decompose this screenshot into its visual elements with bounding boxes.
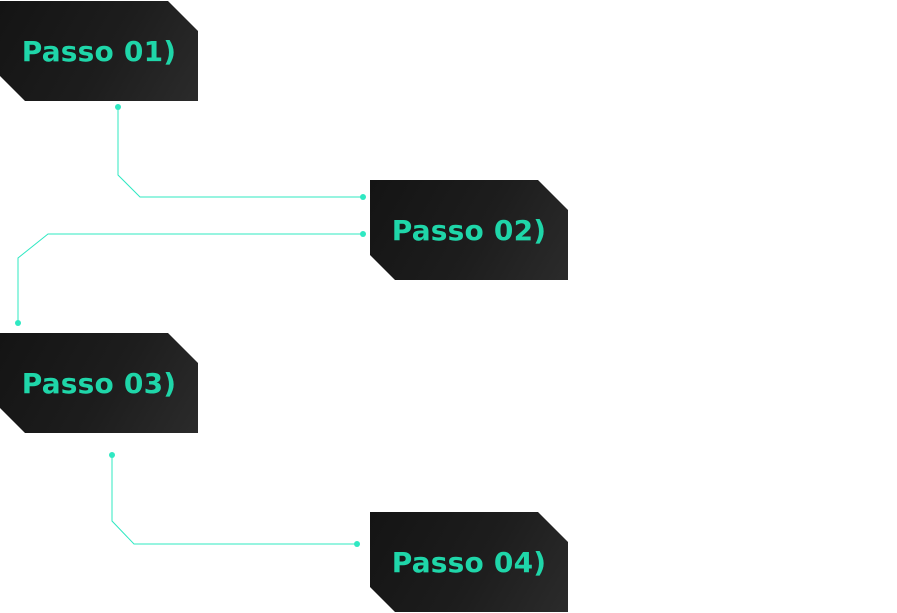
connector-dot <box>109 452 115 458</box>
connector-step-2-to-3 <box>17 233 363 323</box>
step-label: Passo 01) <box>21 34 177 68</box>
connector-dot <box>360 194 366 200</box>
connector-dot <box>115 104 121 110</box>
step-label: Passo 03) <box>21 366 177 400</box>
step-card-04: Passo 04) <box>370 512 568 612</box>
step-label: Passo 04) <box>391 545 547 579</box>
step-card-03: Passo 03) <box>0 333 198 433</box>
connector-dot <box>354 541 360 547</box>
connector-step-1-to-2 <box>117 107 363 198</box>
step-card-01: Passo 01) <box>0 1 198 101</box>
step-label: Passo 02) <box>391 213 547 247</box>
step-card-02: Passo 02) <box>370 180 568 280</box>
connector-dot <box>15 320 21 326</box>
connector-dot <box>360 231 366 237</box>
connector-step-3-to-4 <box>111 455 357 545</box>
